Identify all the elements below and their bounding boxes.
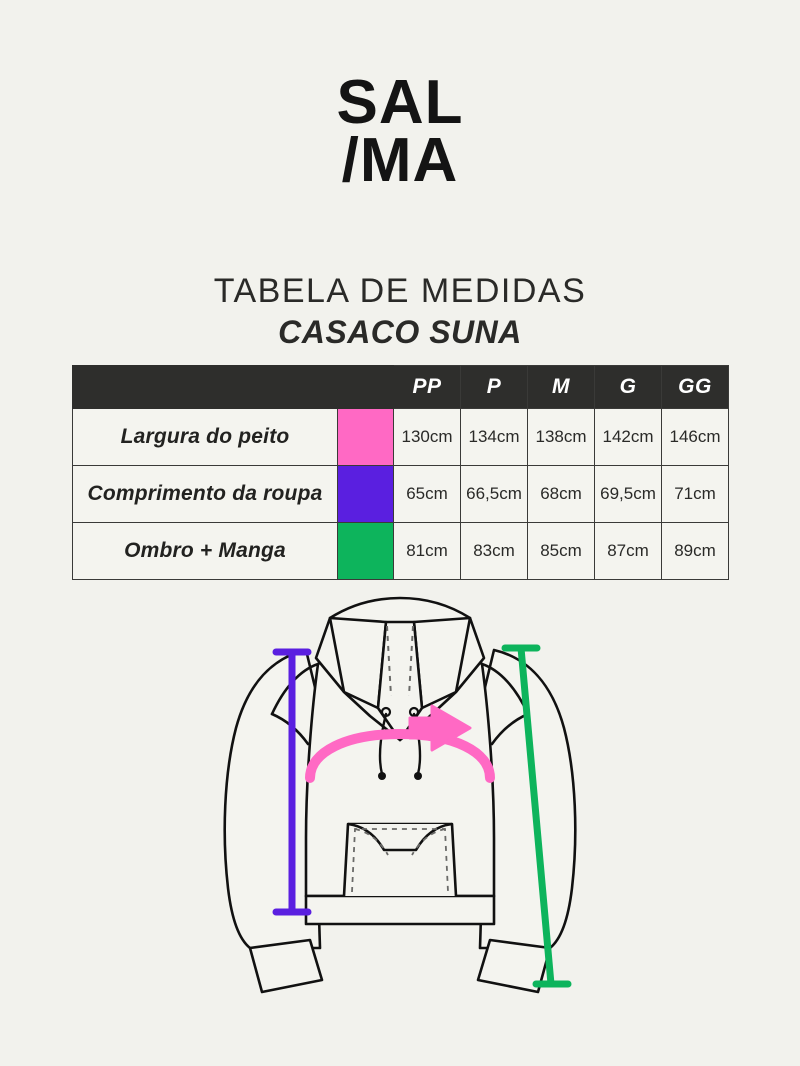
row-label-garment-length: Comprimento da roupa (72, 465, 338, 523)
shoulder-sleeve-shaft (517, 644, 555, 988)
eyelet-right (408, 706, 420, 718)
cell-chest-width-g: 142cm (594, 408, 662, 466)
cell-chest-width-p: 134cm (460, 408, 528, 466)
header-size-p: P (460, 365, 528, 409)
size-table-body: Largura do peito 130cm 134cm 138cm 142cm… (72, 408, 729, 580)
cell-shoulder-sleeve-p: 83cm (460, 522, 528, 580)
chest-width-arrowhead (408, 704, 472, 752)
pocket-stitching (351, 828, 449, 893)
page-title-block: TABELA DE MEDIDAS CASACO SUNA (0, 272, 800, 351)
brand-logo-line-1: SAL (336, 68, 464, 137)
header-size-pp: PP (393, 365, 461, 409)
cell-shoulder-sleeve-gg: 89cm (661, 522, 729, 580)
header-size-gg: GG (661, 365, 729, 409)
cell-garment-length-pp: 65cm (393, 465, 461, 523)
size-table-header: PP P M G GG (72, 365, 729, 409)
brand-logo: SAL /MA (0, 68, 800, 196)
pocket-stitch-outline (351, 828, 449, 893)
drawstring-left (378, 712, 388, 776)
chest-width-arrow (305, 704, 495, 783)
size-table: PP P M G GG Largura do peito 130cm 134cm… (72, 365, 729, 580)
left-cuff (248, 938, 324, 994)
drawstring-tip-left (378, 772, 386, 780)
pocket-stitch-right-curve (411, 828, 446, 856)
size-table-header-row: PP P M G GG (72, 365, 729, 409)
table-row: Largura do peito 130cm 134cm 138cm 142cm… (72, 408, 729, 466)
right-cuff (476, 938, 552, 994)
garment-length-line (272, 648, 312, 916)
header-size-g: G (594, 365, 662, 409)
cell-shoulder-sleeve-pp: 81cm (393, 522, 461, 580)
cell-garment-length-p: 66,5cm (460, 465, 528, 523)
eyelet-left (380, 706, 392, 718)
cell-garment-length-gg: 71cm (661, 465, 729, 523)
hem-band (304, 894, 496, 926)
chest-width-arc (305, 728, 495, 783)
row-swatch-garment-length (337, 465, 394, 523)
header-color-key (337, 365, 394, 409)
hoodie-diagram-svg (223, 596, 577, 994)
size-table-container: PP P M G GG Largura do peito 130cm 134cm… (72, 365, 729, 580)
hood-stitch-right (408, 625, 414, 697)
garment-illustration (0, 588, 800, 1018)
header-size-m: M (527, 365, 595, 409)
shoulder-sleeve-line (501, 644, 572, 988)
cell-chest-width-gg: 146cm (661, 408, 729, 466)
pocket-opening (347, 822, 453, 852)
row-label-chest-width: Largura do peito (72, 408, 338, 466)
header-measurement-name (72, 365, 338, 409)
hood-stitching (386, 625, 414, 697)
cell-shoulder-sleeve-g: 87cm (594, 522, 662, 580)
pocket-stitch-left-curve (354, 828, 389, 856)
cell-shoulder-sleeve-m: 85cm (527, 522, 595, 580)
table-row: Comprimento da roupa 65cm 66,5cm 68cm 69… (72, 465, 729, 523)
brand-logo-line-2: /MA (341, 126, 459, 196)
row-label-shoulder-sleeve: Ombro + Manga (72, 522, 338, 580)
drawstring-tip-right (414, 772, 422, 780)
hood-stitch-left (386, 625, 392, 697)
table-row: Ombro + Manga 81cm 83cm 85cm 87cm 89cm (72, 522, 729, 580)
cell-garment-length-m: 68cm (527, 465, 595, 523)
cell-chest-width-m: 138cm (527, 408, 595, 466)
row-swatch-chest-width (337, 408, 394, 466)
page-title: TABELA DE MEDIDAS (213, 272, 587, 310)
cell-chest-width-pp: 130cm (393, 408, 461, 466)
row-swatch-shoulder-sleeve (337, 522, 394, 580)
page-subtitle: CASACO SUNA (278, 314, 522, 351)
cell-garment-length-g: 69,5cm (594, 465, 662, 523)
